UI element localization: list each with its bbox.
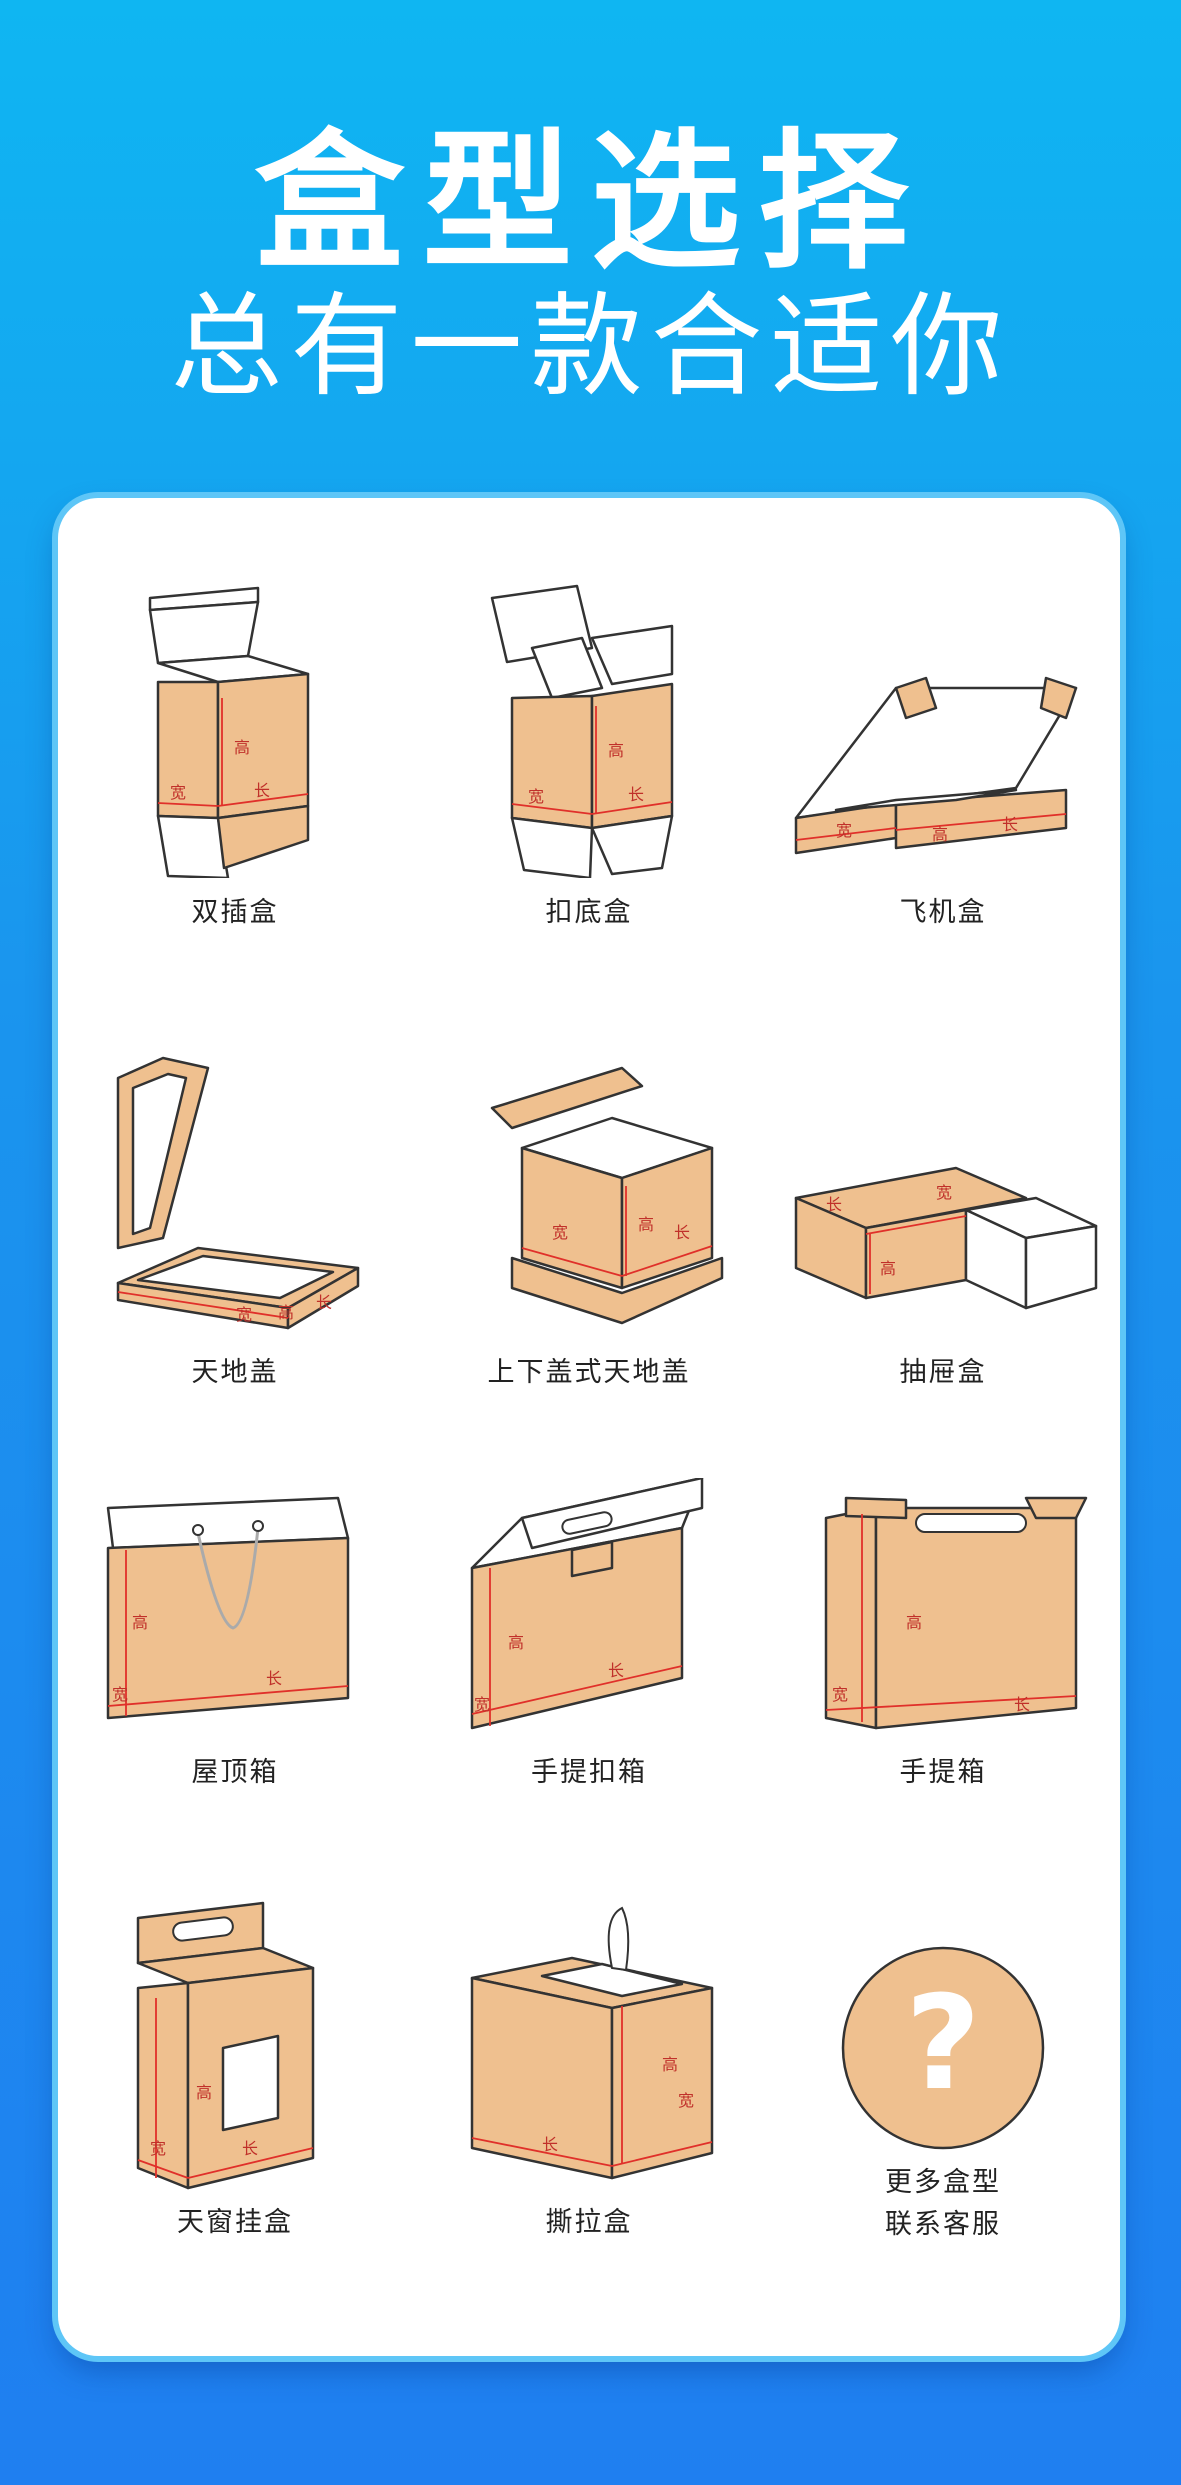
- box-label: 屋顶箱: [191, 1757, 279, 1788]
- box-item-lid-base[interactable]: 宽 高 长 天地盖: [58, 1038, 412, 1388]
- more-label: 更多盒型 联系客服: [766, 2162, 1120, 2246]
- more-label-line1: 更多盒型: [885, 2167, 1001, 2198]
- dim-width: 宽: [528, 787, 544, 806]
- dim-length: 长: [266, 1669, 282, 1688]
- dim-height: 高: [608, 741, 624, 760]
- box-item-handle-lock[interactable]: 高 宽 长 手提扣箱: [412, 1478, 766, 1818]
- dim-length: 长: [254, 781, 270, 800]
- box-label: 飞机盒: [899, 897, 987, 928]
- page-subtitle: 总有一款合适你: [170, 282, 1011, 412]
- dim-length: 长: [542, 2135, 558, 2154]
- dim-length: 长: [674, 1223, 690, 1242]
- handle-lock-box-illustration: 高 宽 长: [470, 1478, 704, 1730]
- dim-height: 高: [278, 1303, 294, 1322]
- telescope-box-illustration: 宽 高 长: [490, 1066, 724, 1325]
- dim-width: 宽: [936, 1183, 952, 1202]
- dim-width: 宽: [112, 1685, 128, 1704]
- dim-length: 长: [826, 1195, 842, 1214]
- mailer-box-illustration: 宽 高 长: [794, 676, 1078, 855]
- question-mark-icon: ?: [905, 1967, 980, 2119]
- more-box-types-contact[interactable]: ? 更多盒型 联系客服: [766, 1898, 1120, 2240]
- dim-height: 高: [132, 1613, 148, 1632]
- dim-width: 宽: [474, 1695, 490, 1714]
- dim-length: 长: [608, 1661, 624, 1680]
- box-type-grid: 高 宽 长 双插盒 高 宽 长 扣底盒: [58, 498, 1120, 2356]
- box-item-telescope[interactable]: 宽 高 长 上下盖式天地盖: [412, 1038, 766, 1388]
- dim-length: 长: [1002, 815, 1018, 834]
- drawer-box-illustration: 长 宽 高: [794, 1166, 1098, 1310]
- box-label: 天地盖: [191, 1357, 279, 1388]
- box-label: 扣底盒: [545, 897, 633, 928]
- box-item-window-hanger[interactable]: 高 宽 长 天窗挂盒: [58, 1898, 412, 2238]
- dim-length: 长: [242, 2139, 258, 2158]
- dim-width: 宽: [170, 783, 186, 802]
- dim-height: 高: [880, 1259, 896, 1278]
- box-item-handle[interactable]: 高 宽 长 手提箱: [766, 1478, 1120, 1818]
- box-label: 手提扣箱: [531, 1757, 647, 1788]
- dim-height: 高: [196, 2083, 212, 2102]
- lid-base-box-illustration: 宽 高 长: [116, 1056, 360, 1330]
- tear-strip-box-illustration: 长 高 宽: [470, 1906, 714, 2180]
- page-title: 盒型选择: [254, 116, 927, 290]
- dim-width: 宽: [236, 1305, 252, 1324]
- box-type-card: 高 宽 长 双插盒 高 宽 长 扣底盒: [58, 498, 1120, 2356]
- dim-height: 高: [234, 738, 250, 757]
- box-label: 天窗挂盒: [177, 2207, 293, 2238]
- more-label-line2: 联系客服: [885, 2209, 1001, 2240]
- dim-width: 宽: [552, 1223, 568, 1242]
- box-label: 上下盖式天地盖: [487, 1357, 691, 1388]
- box-label: 抽屉盒: [899, 1357, 987, 1388]
- box-item-tear-strip[interactable]: 长 高 宽 撕拉盒: [412, 1898, 766, 2238]
- gable-box-illustration: 高 宽 长: [106, 1496, 350, 1720]
- box-label: 手提箱: [899, 1757, 987, 1788]
- handle-box-illustration: 高 宽 长: [824, 1496, 1088, 1730]
- question-circle: [841, 1946, 1045, 2150]
- box-item-drawer[interactable]: 长 宽 高 抽屉盒: [766, 1038, 1120, 1388]
- box-item-double-tuck[interactable]: 高 宽 长 双插盒: [58, 578, 412, 928]
- dim-length: 长: [316, 1293, 332, 1312]
- window-hanger-box-illustration: 高 宽 长: [136, 1901, 315, 2190]
- dim-height: 高: [906, 1613, 922, 1632]
- question-circle-illustration: ?: [841, 1946, 1045, 2150]
- box-item-gable[interactable]: 高 宽 长 屋顶箱: [58, 1478, 412, 1818]
- box-label: 撕拉盒: [545, 2207, 633, 2238]
- dim-height: 高: [662, 2055, 678, 2074]
- dim-height: 高: [508, 1633, 524, 1652]
- dim-width: 宽: [836, 821, 852, 840]
- box-item-mailer[interactable]: 宽 高 长 飞机盒: [766, 578, 1120, 928]
- dim-width: 宽: [150, 2139, 166, 2158]
- dim-length: 长: [628, 785, 644, 804]
- double-tuck-box-illustration: 高 宽 长: [148, 586, 310, 878]
- dim-height: 高: [932, 825, 948, 844]
- dim-length: 长: [1014, 1695, 1030, 1714]
- dim-width: 宽: [678, 2091, 694, 2110]
- dim-height: 高: [638, 1215, 654, 1234]
- box-label: 双插盒: [191, 897, 279, 928]
- dim-width: 宽: [832, 1685, 848, 1704]
- box-item-lock-bottom[interactable]: 高 宽 长 扣底盒: [412, 578, 766, 928]
- lock-bottom-box-illustration: 高 宽 长: [490, 584, 674, 878]
